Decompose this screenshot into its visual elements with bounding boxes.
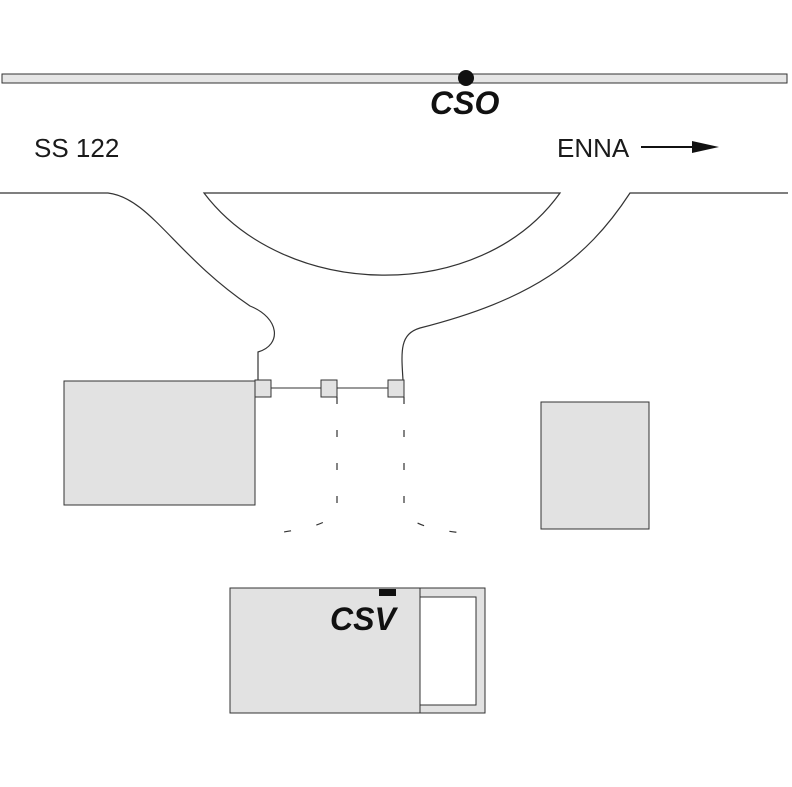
- road-edge-right: [401, 192, 788, 381]
- cso-label: CSO: [430, 85, 499, 121]
- top-rail: [1, 73, 788, 84]
- gate-post-3: [387, 379, 405, 398]
- road-island: [202, 192, 562, 276]
- cso-marker-icon: [458, 70, 474, 86]
- gate-post-2: [320, 379, 338, 398]
- road-left-label: SS 122: [34, 133, 119, 163]
- driveway-dashed-right: [403, 397, 476, 535]
- road-right-label: ENNA: [557, 133, 630, 163]
- building-left: [63, 380, 256, 506]
- road-edge-left: [0, 192, 275, 380]
- csv-marker-icon: [379, 589, 396, 596]
- gate-post-1: [254, 379, 272, 398]
- building-right: [540, 401, 650, 530]
- driveway-dashed-left: [267, 397, 338, 535]
- arrow-right-icon: [641, 141, 719, 153]
- building-bottom-annex-inner: [419, 596, 477, 706]
- csv-label: CSV: [330, 601, 398, 637]
- building-bottom: [229, 587, 421, 714]
